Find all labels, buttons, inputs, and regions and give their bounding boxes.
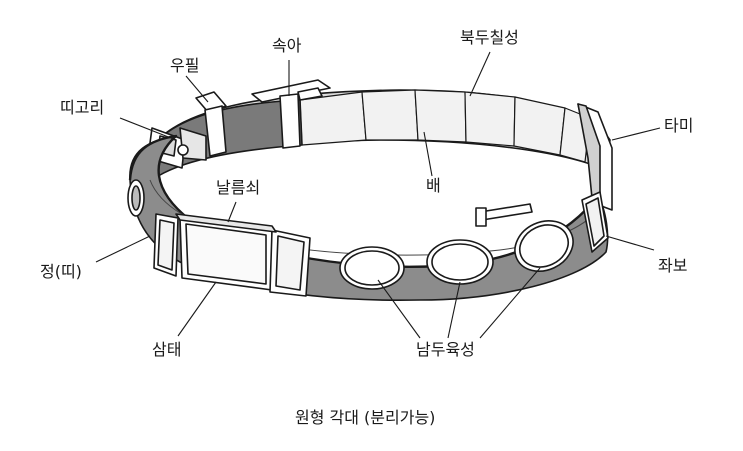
label-soga: 속아	[272, 36, 302, 55]
leader-lines	[95, 51, 661, 339]
label-namduyukseong: 남두육성	[416, 340, 475, 359]
samtae-plates	[153, 213, 311, 297]
small-rear-buckle	[475, 203, 533, 227]
label-samtae: 삼태	[152, 340, 182, 359]
jeong-plate	[127, 179, 145, 217]
label-jeong: 정(띠)	[40, 262, 82, 281]
label-ttigori: 띠고리	[60, 98, 105, 117]
label-tami: 타미	[664, 116, 694, 135]
label-bukduchilseong: 북두칠성	[460, 28, 519, 47]
figure-caption: 원형 각대 (분리가능)	[295, 408, 436, 427]
tami-plate	[577, 103, 613, 211]
label-jwabo: 좌보	[658, 256, 688, 275]
inner-padding-segments	[299, 89, 591, 163]
namduyukseong-plates	[339, 220, 574, 290]
label-bae: 배	[426, 176, 441, 195]
label-nalleumsoe: 날름쇠	[216, 178, 261, 197]
jwabo-plate	[581, 191, 609, 253]
label-upil: 우필	[170, 56, 200, 75]
